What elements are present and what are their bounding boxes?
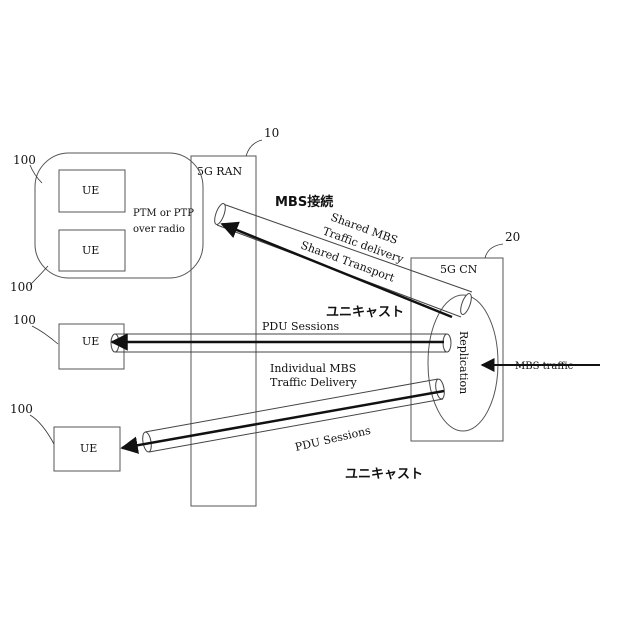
pdu-sessions-label-1: PDU Sessions xyxy=(262,320,340,333)
ue-ref-number-2: 100 xyxy=(10,280,33,294)
replication-label: Replication xyxy=(457,331,470,394)
ue-ref-number-3: 100 xyxy=(13,313,36,327)
ue-label-3: UE xyxy=(82,335,99,348)
cn-ref-leader xyxy=(485,244,503,258)
ue-ref-leader-3 xyxy=(32,326,58,344)
ptm-label-line2: over radio xyxy=(133,224,185,235)
ptm-label-line1: PTM or PTP xyxy=(133,208,194,219)
ran-label: 5G RAN xyxy=(197,165,243,178)
mbs-connection-label: MBS接続 xyxy=(275,194,333,210)
ue-ref-number-1: 100 xyxy=(13,153,36,167)
mbs-traffic-label: MBS traffic xyxy=(515,361,574,372)
ran-ref-number: 10 xyxy=(264,126,279,140)
ue-ref-number-4: 100 xyxy=(10,402,33,416)
cn-box xyxy=(411,258,503,441)
pdu-sessions-label-2: PDU Sessions xyxy=(294,424,372,454)
cn-label: 5G CN xyxy=(440,263,478,276)
ue-ref-leader-2 xyxy=(30,266,48,285)
cn-ref-number: 20 xyxy=(505,230,520,244)
individual-label-line2: Traffic Delivery xyxy=(270,376,357,389)
ue-label-1: UE xyxy=(82,184,99,197)
individual-label-line1: Individual MBS xyxy=(270,362,356,375)
unicast-label-1: ユニキャスト xyxy=(326,305,404,320)
ran-ref-leader xyxy=(246,140,262,156)
ue-label-2: UE xyxy=(82,244,99,257)
ue-ref-leader-4 xyxy=(30,415,54,444)
unicast-label-2: ユニキャスト xyxy=(345,467,423,482)
ue-label-4: UE xyxy=(80,442,97,455)
unicast-arrow-2 xyxy=(122,391,444,448)
